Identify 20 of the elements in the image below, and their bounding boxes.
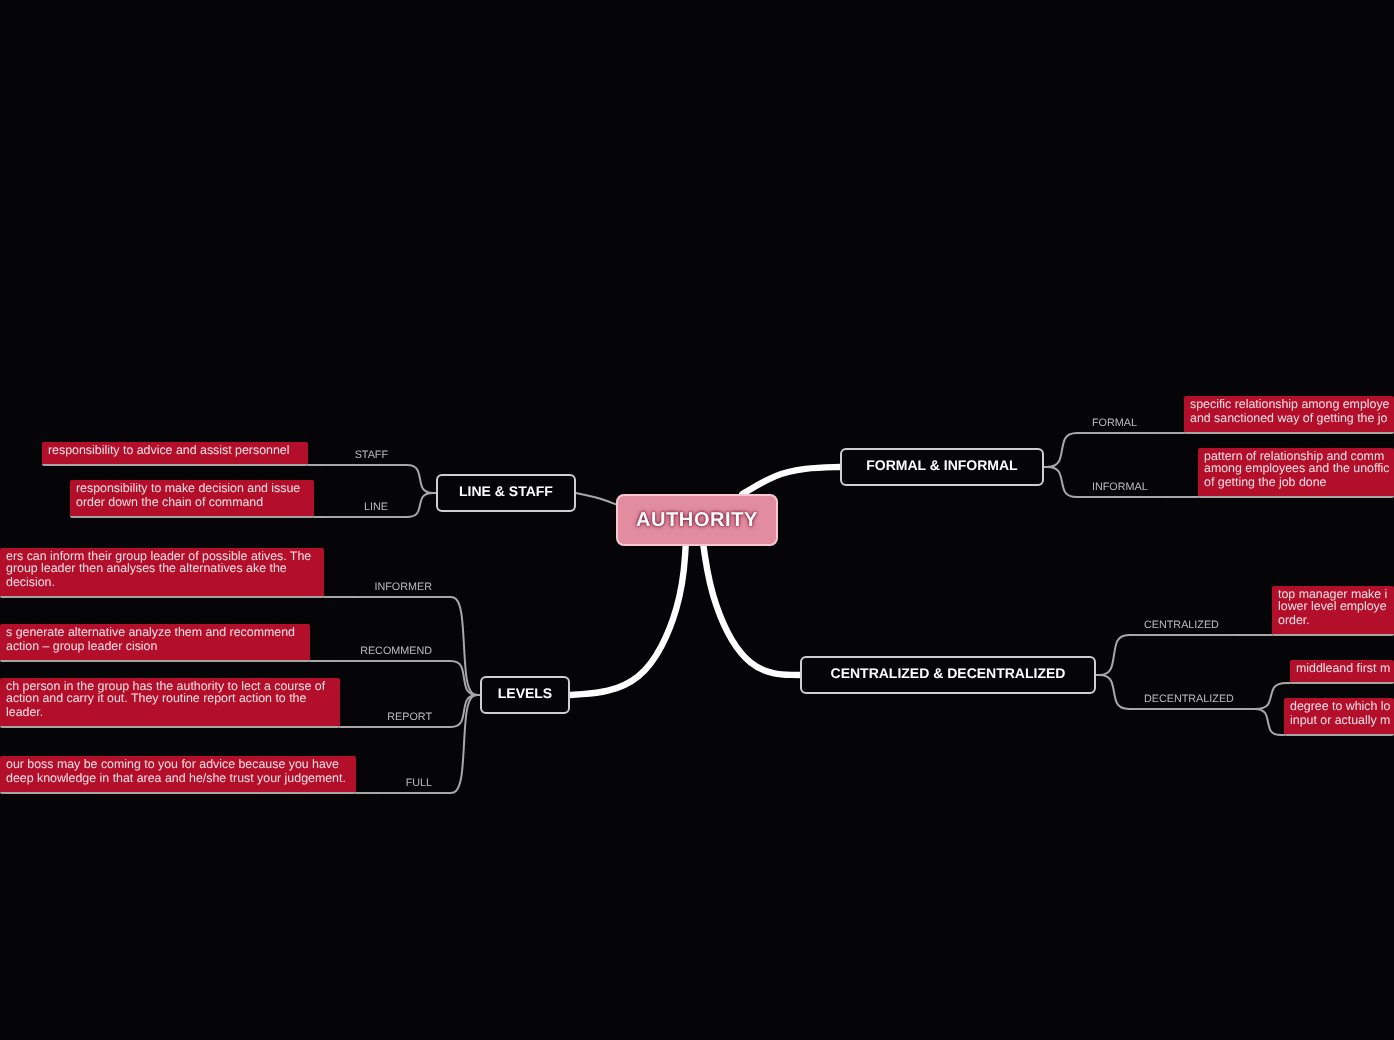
connector-line [566,542,689,699]
connector-line [307,464,325,466]
connector-line [403,492,437,518]
connector-line [339,726,369,728]
connector-line [1251,708,1285,736]
connector-line [1043,466,1081,498]
connector-line [1151,432,1185,434]
connector-line [447,694,481,794]
connector-line [1095,674,1133,710]
connector-line [313,516,325,518]
connector-line [575,492,617,506]
connector-line [447,596,481,696]
connector-line [323,596,357,598]
connector-line [1163,496,1199,498]
central-topic-box: AUTHORITY [616,494,778,546]
connector-line [739,463,844,498]
connector-line [700,542,804,679]
connector-line [355,792,381,794]
connector-line [309,660,337,662]
connector-line [1235,634,1273,636]
